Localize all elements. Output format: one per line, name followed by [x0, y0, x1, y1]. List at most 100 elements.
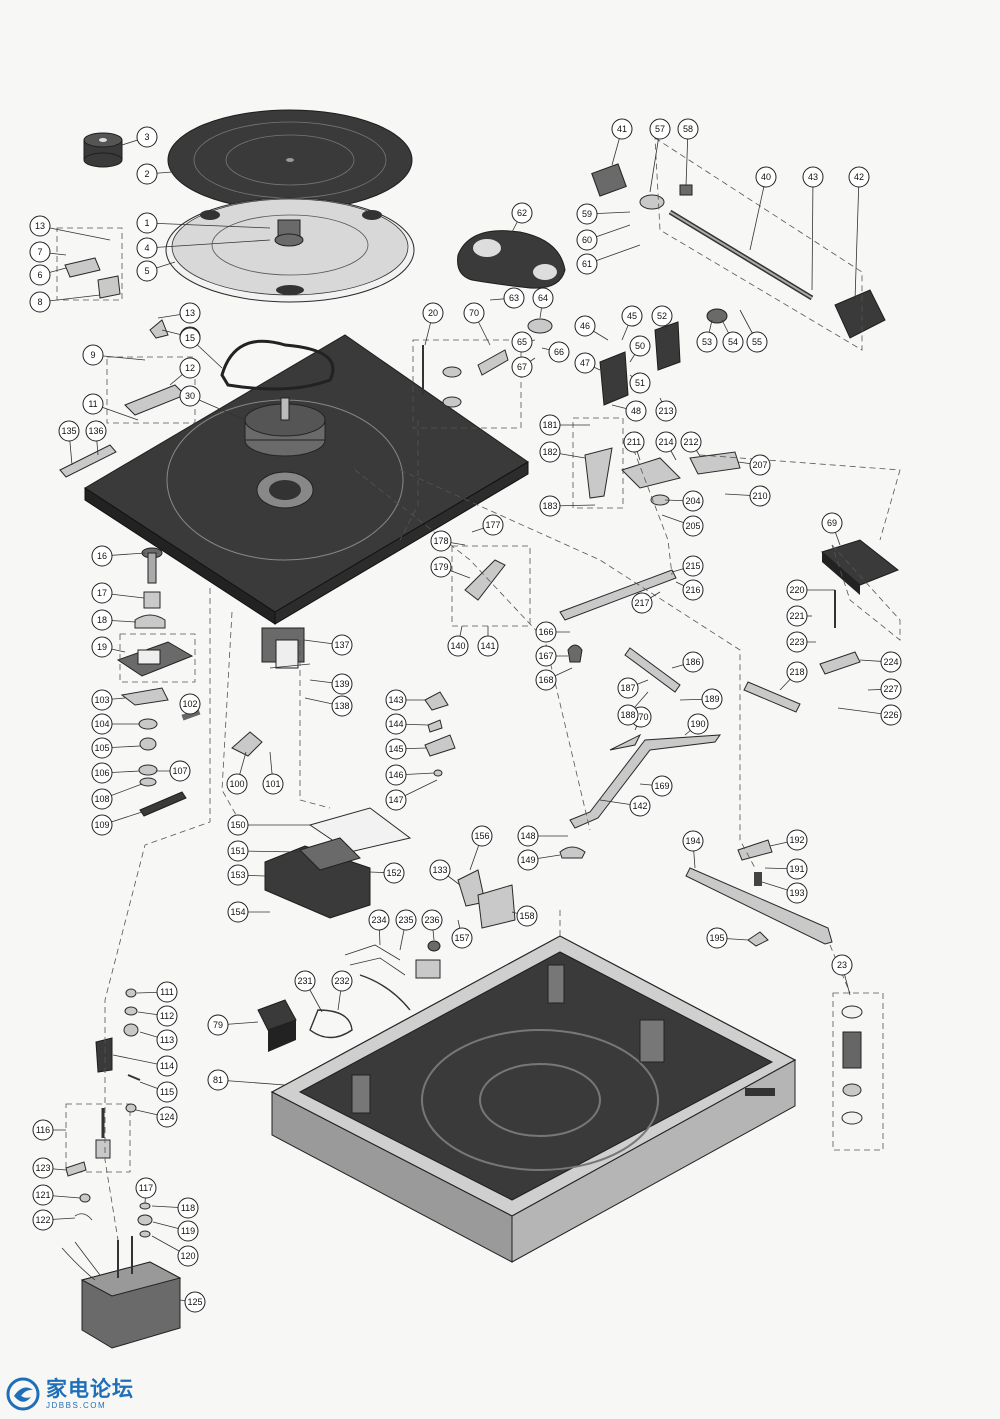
callout-number: 146 — [388, 770, 403, 780]
callout-number: 79 — [213, 1020, 223, 1030]
callout-number: 67 — [517, 362, 527, 372]
callout-number: 124 — [159, 1112, 174, 1122]
callout-number: 118 — [181, 1203, 195, 1213]
callout-214: 214 — [655, 431, 677, 461]
callout-215: 215 — [671, 555, 704, 577]
callout-number: 189 — [704, 694, 719, 704]
callout-circle — [179, 385, 201, 407]
callout-number: 221 — [789, 611, 804, 621]
callout-number: 58 — [683, 124, 693, 134]
callout-circle — [32, 1119, 54, 1141]
callout-61: 61 — [576, 244, 641, 275]
tonearm-tube-40 — [668, 209, 814, 301]
jdbbs-logo-icon — [6, 1377, 40, 1411]
callout-circle — [447, 635, 469, 657]
callout-221: 221 — [786, 605, 812, 627]
callout-circle — [677, 118, 699, 140]
callout-136: 136 — [85, 420, 107, 456]
callout-43: 43 — [802, 166, 824, 291]
callout-23: 23 — [831, 954, 853, 996]
callout-48: 48 — [611, 400, 647, 422]
bracket-192 — [737, 839, 773, 861]
callout-5: 5 — [136, 260, 176, 282]
callout-149: 149 — [517, 849, 561, 871]
callout-number: 226 — [883, 710, 898, 720]
callout-number: 157 — [454, 933, 469, 943]
callout-182: 182 — [539, 441, 586, 463]
callout-106: 106 — [91, 762, 141, 784]
callout-circle — [655, 431, 677, 453]
callout-number: 122 — [35, 1215, 50, 1225]
callout-number: 45 — [627, 311, 637, 321]
callout-circle — [680, 431, 702, 453]
bracket-100 — [231, 731, 263, 757]
callout-number: 212 — [683, 437, 698, 447]
callout-circle — [511, 331, 533, 353]
callout-number: 41 — [617, 124, 627, 134]
callout-circle — [383, 862, 405, 884]
rod-215 — [559, 569, 677, 621]
callout-circle — [85, 420, 107, 442]
callout-leader-line — [217, 1079, 286, 1086]
assembly-lines — [104, 420, 901, 1241]
callout-circle — [29, 291, 51, 313]
callout-circle — [574, 352, 596, 374]
callout-number: 147 — [388, 795, 403, 805]
callout-13: 13 — [29, 215, 111, 241]
callout-circle — [503, 287, 525, 309]
callout-186: 186 — [671, 651, 704, 673]
callout-number: 19 — [97, 642, 107, 652]
callout-circle — [385, 764, 407, 786]
callout-number: 102 — [182, 699, 197, 709]
callout-circle — [629, 372, 651, 394]
callout-circle — [29, 215, 51, 237]
watermark-text: 家电论坛 JDBBS.COM — [46, 1378, 134, 1410]
callout-number: 40 — [761, 172, 771, 182]
callout-number: 158 — [519, 911, 534, 921]
callout-number: 153 — [230, 870, 245, 880]
callout-66: 66 — [541, 341, 570, 363]
callout-19: 19 — [91, 636, 126, 658]
callout-circle — [331, 695, 353, 717]
callout-140: 140 — [447, 625, 469, 657]
callout-157: 157 — [451, 919, 473, 949]
callout-104: 104 — [91, 713, 140, 735]
motor-pulley-30 — [244, 397, 326, 457]
callout-circle — [696, 331, 718, 353]
callout-number: 114 — [160, 1061, 174, 1071]
callout-number: 117 — [139, 1183, 153, 1193]
callout-circle — [29, 264, 51, 286]
tonearm-base-125 — [61, 1236, 182, 1349]
parts-204-212 — [621, 451, 741, 506]
callout-number: 15 — [185, 333, 195, 343]
callout-number: 17 — [97, 588, 107, 598]
callout-number: 103 — [94, 695, 109, 705]
callout-circle — [625, 400, 647, 422]
callout-circle — [651, 775, 673, 797]
callout-number: 215 — [685, 561, 700, 571]
callout-circle — [649, 118, 671, 140]
callout-number: 213 — [658, 406, 673, 416]
callout-circle — [207, 1014, 229, 1036]
group-box-140-141 — [451, 545, 531, 627]
callout-220: 220 — [786, 579, 835, 601]
callout-17: 17 — [91, 582, 145, 604]
callout-number: 48 — [631, 406, 641, 416]
callout-151: 151 — [227, 840, 301, 862]
callout-205: 205 — [661, 514, 704, 537]
callout-number: 53 — [702, 337, 712, 347]
callout-circle — [156, 981, 178, 1003]
callout-number: 168 — [538, 675, 553, 685]
callout-102: 102 — [179, 693, 201, 715]
callout-number: 66 — [554, 347, 564, 357]
callout-number: 11 — [88, 399, 97, 409]
bracket-8 — [97, 275, 121, 299]
callout-circle — [535, 669, 557, 691]
callout-147: 147 — [385, 779, 438, 811]
callout-leader-line — [146, 239, 271, 249]
gear-64 — [527, 318, 553, 334]
callout-circle — [722, 331, 744, 353]
callout-12: 12 — [169, 357, 201, 386]
callout-number: 20 — [428, 308, 438, 318]
callout-212: 212 — [680, 431, 702, 457]
